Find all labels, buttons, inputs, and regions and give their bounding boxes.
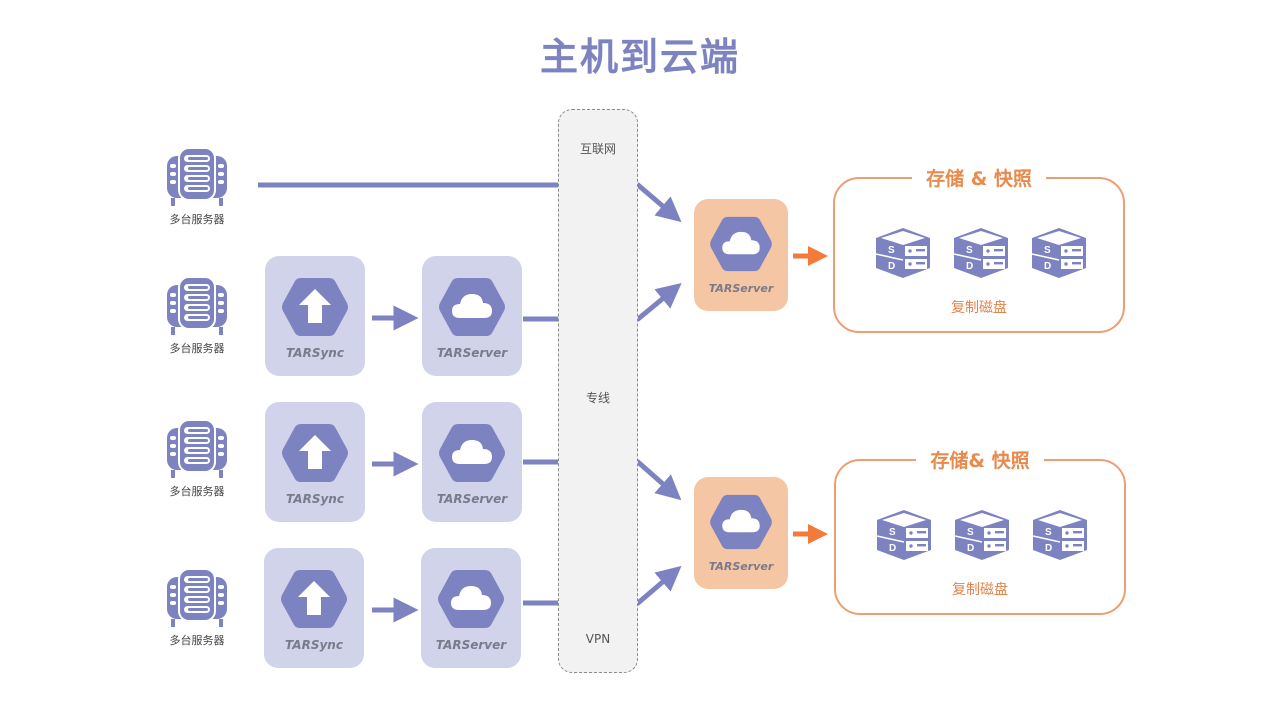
cloud-icon	[439, 278, 505, 336]
tarserver-label: TARServer	[435, 638, 507, 652]
storage-title: 存储 & 快照	[912, 168, 1046, 190]
ssd-disk-icon: SD	[954, 510, 1009, 560]
tarsync-card[interactable]: TARSync	[264, 548, 364, 668]
upload-icon	[282, 278, 348, 336]
tarserver-label: TARServer	[436, 346, 508, 360]
tarsync-label: TARSync	[286, 346, 344, 360]
server-rack-icon	[167, 419, 227, 478]
cloud-icon	[710, 494, 772, 550]
server-group-4: 多台服务器	[157, 567, 237, 648]
cloud-tarserver-label: TARServer	[708, 282, 774, 295]
server-label: 多台服务器	[169, 485, 225, 498]
tarserver-card[interactable]: TARServer	[421, 548, 521, 668]
ssd-letter-d: D	[967, 543, 974, 554]
ssd-letter-d: D	[888, 261, 895, 272]
server-rack-icon	[167, 147, 227, 206]
tarsync-label: TARSync	[286, 492, 344, 506]
tarsync-card[interactable]: TARSync	[265, 402, 365, 522]
ssd-letter-s: S	[889, 527, 896, 538]
ssd-disk-icon: SD	[876, 510, 931, 560]
tarsync-label: TARSync	[285, 638, 343, 652]
lane-label-internet: 互联网	[579, 142, 616, 156]
tarserver-card[interactable]: TARServer	[422, 402, 522, 522]
ssd-letter-s: S	[966, 245, 973, 256]
upload-icon	[282, 424, 348, 482]
tarserver-card[interactable]: TARServer	[422, 256, 522, 376]
upload-icon	[281, 570, 347, 628]
ssd-letter-d: D	[889, 543, 896, 554]
ssd-disk-icon: SD	[953, 228, 1008, 278]
server-group-1: 多台服务器	[157, 146, 237, 227]
server-rack-icon	[167, 276, 227, 335]
server-label: 多台服务器	[169, 213, 225, 226]
ssd-disk-icon: SD	[1031, 228, 1086, 278]
storage-caption: 复制磁盘	[952, 582, 1008, 598]
lane-label-leased-line: 专线	[585, 391, 610, 405]
cloud-tarserver-label: TARServer	[708, 560, 774, 573]
server-label: 多台服务器	[169, 634, 225, 647]
server-group-2: 多台服务器	[157, 275, 237, 356]
tarserver-label: TARServer	[436, 492, 508, 506]
page-title: 主机到云端	[539, 35, 740, 79]
server-rack-icon	[167, 568, 227, 627]
ssd-letter-s: S	[888, 245, 895, 256]
link-row1	[258, 182, 682, 223]
ssd-letter-d: D	[1045, 543, 1052, 554]
tarsync-card[interactable]: TARSync	[265, 256, 365, 376]
server-label: 多台服务器	[169, 342, 225, 355]
ssd-letter-s: S	[1044, 245, 1051, 256]
ssd-letter-s: S	[1045, 527, 1052, 538]
ssd-letter-d: D	[1044, 261, 1051, 272]
ssd-letter-s: S	[967, 527, 974, 538]
ssd-disk-icon: SD	[875, 228, 930, 278]
ssd-letter-d: D	[966, 261, 973, 272]
storage-caption: 复制磁盘	[951, 300, 1007, 316]
storage-title: 存储& 快照	[916, 450, 1044, 472]
server-group-3: 多台服务器	[157, 418, 237, 499]
network-lane	[558, 109, 638, 673]
lane-label-vpn: VPN	[585, 632, 611, 646]
cloud-tarserver-card[interactable]: TARServer	[694, 199, 788, 311]
cloud-icon	[710, 216, 772, 272]
cloud-tarserver-card[interactable]: TARServer	[694, 477, 788, 589]
cloud-icon	[438, 570, 504, 628]
cloud-icon	[439, 424, 505, 482]
ssd-disk-icon: SD	[1032, 510, 1087, 560]
